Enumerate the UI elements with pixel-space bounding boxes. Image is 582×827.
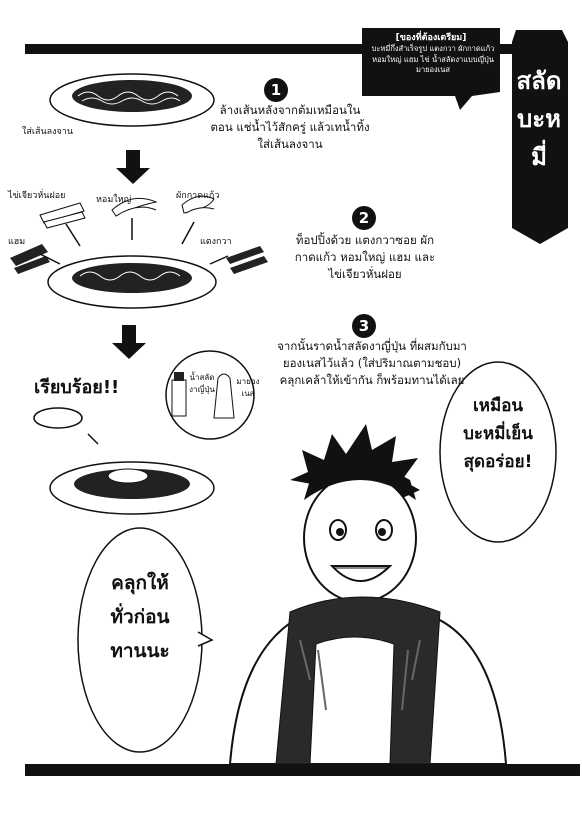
lettuce-image xyxy=(181,195,215,214)
dressing-bottle-icon xyxy=(171,372,187,417)
label-lettuce: ผักกาดแก้ว xyxy=(176,191,220,201)
sauce-bowl-image xyxy=(33,407,83,429)
ham-image xyxy=(10,244,50,274)
character-image xyxy=(228,424,508,765)
label-dressing-bottle: น้ำสลัดงาญี่ปุ่น xyxy=(189,373,215,394)
step-1-number: 1 xyxy=(264,78,288,102)
bottom-bar xyxy=(25,764,580,776)
top-bar xyxy=(25,44,553,54)
ingredients-list: บะหมี่กึ่งสำเร็จรูป แตงกวา ผักกาดแก้ว หอ… xyxy=(371,44,495,74)
ingredients-box xyxy=(362,28,500,110)
cucumber-image xyxy=(226,246,268,274)
label-cucumber: แตงกวา xyxy=(200,237,232,247)
mayo-bottle-icon xyxy=(213,373,235,419)
label-mayo-bottle: มายองเนส xyxy=(236,377,260,398)
speech-left-text: คลุกให้ทั่วก่อนทานนะ xyxy=(110,572,170,662)
label-done: เรียบร้อย!! xyxy=(34,377,120,398)
plate-noodles-image xyxy=(49,73,215,127)
ingredient-arrows xyxy=(39,218,229,265)
down-arrow-1 xyxy=(116,150,150,184)
side-title: สลัดบะหมี่ xyxy=(516,67,562,171)
egg-strips-image xyxy=(39,202,86,229)
label-egg: ไข่เจียวหั่นฝอย xyxy=(8,191,66,201)
ingredients-heading: [ของที่ต้องเตรียม] xyxy=(395,33,467,43)
step-3-number: 3 xyxy=(352,314,376,338)
label-ham: แฮม xyxy=(8,237,26,247)
label-onion: หอมใหญ่ xyxy=(96,195,132,205)
down-arrow-2 xyxy=(112,325,146,359)
step-1-text: ล้างเส้นหลังจากต้มเหมือนในตอน แช่น้ำไว้ส… xyxy=(210,103,370,151)
step-3-text: จากนั้นราดน้ำสลัดงาญี่ปุ่น ที่ผสมกับมายอ… xyxy=(277,339,467,387)
speech-bubble-right xyxy=(439,361,557,543)
onion-image xyxy=(111,197,158,217)
plate-final-image xyxy=(49,461,215,515)
title-banner xyxy=(512,30,568,244)
step-2-number: 2 xyxy=(352,206,376,230)
step-2-text: ท็อปปิ้งด้วย แตงกวาซอย ผักกาดแก้ว หอมใหญ… xyxy=(294,233,436,281)
label-noodles-on-plate: ใส่เส้นลงจาน xyxy=(22,127,73,137)
plate-toppings-image xyxy=(47,255,217,309)
speech-right-text: เหมือนบะหมี่เย็นสุดอร่อย! xyxy=(463,396,533,472)
